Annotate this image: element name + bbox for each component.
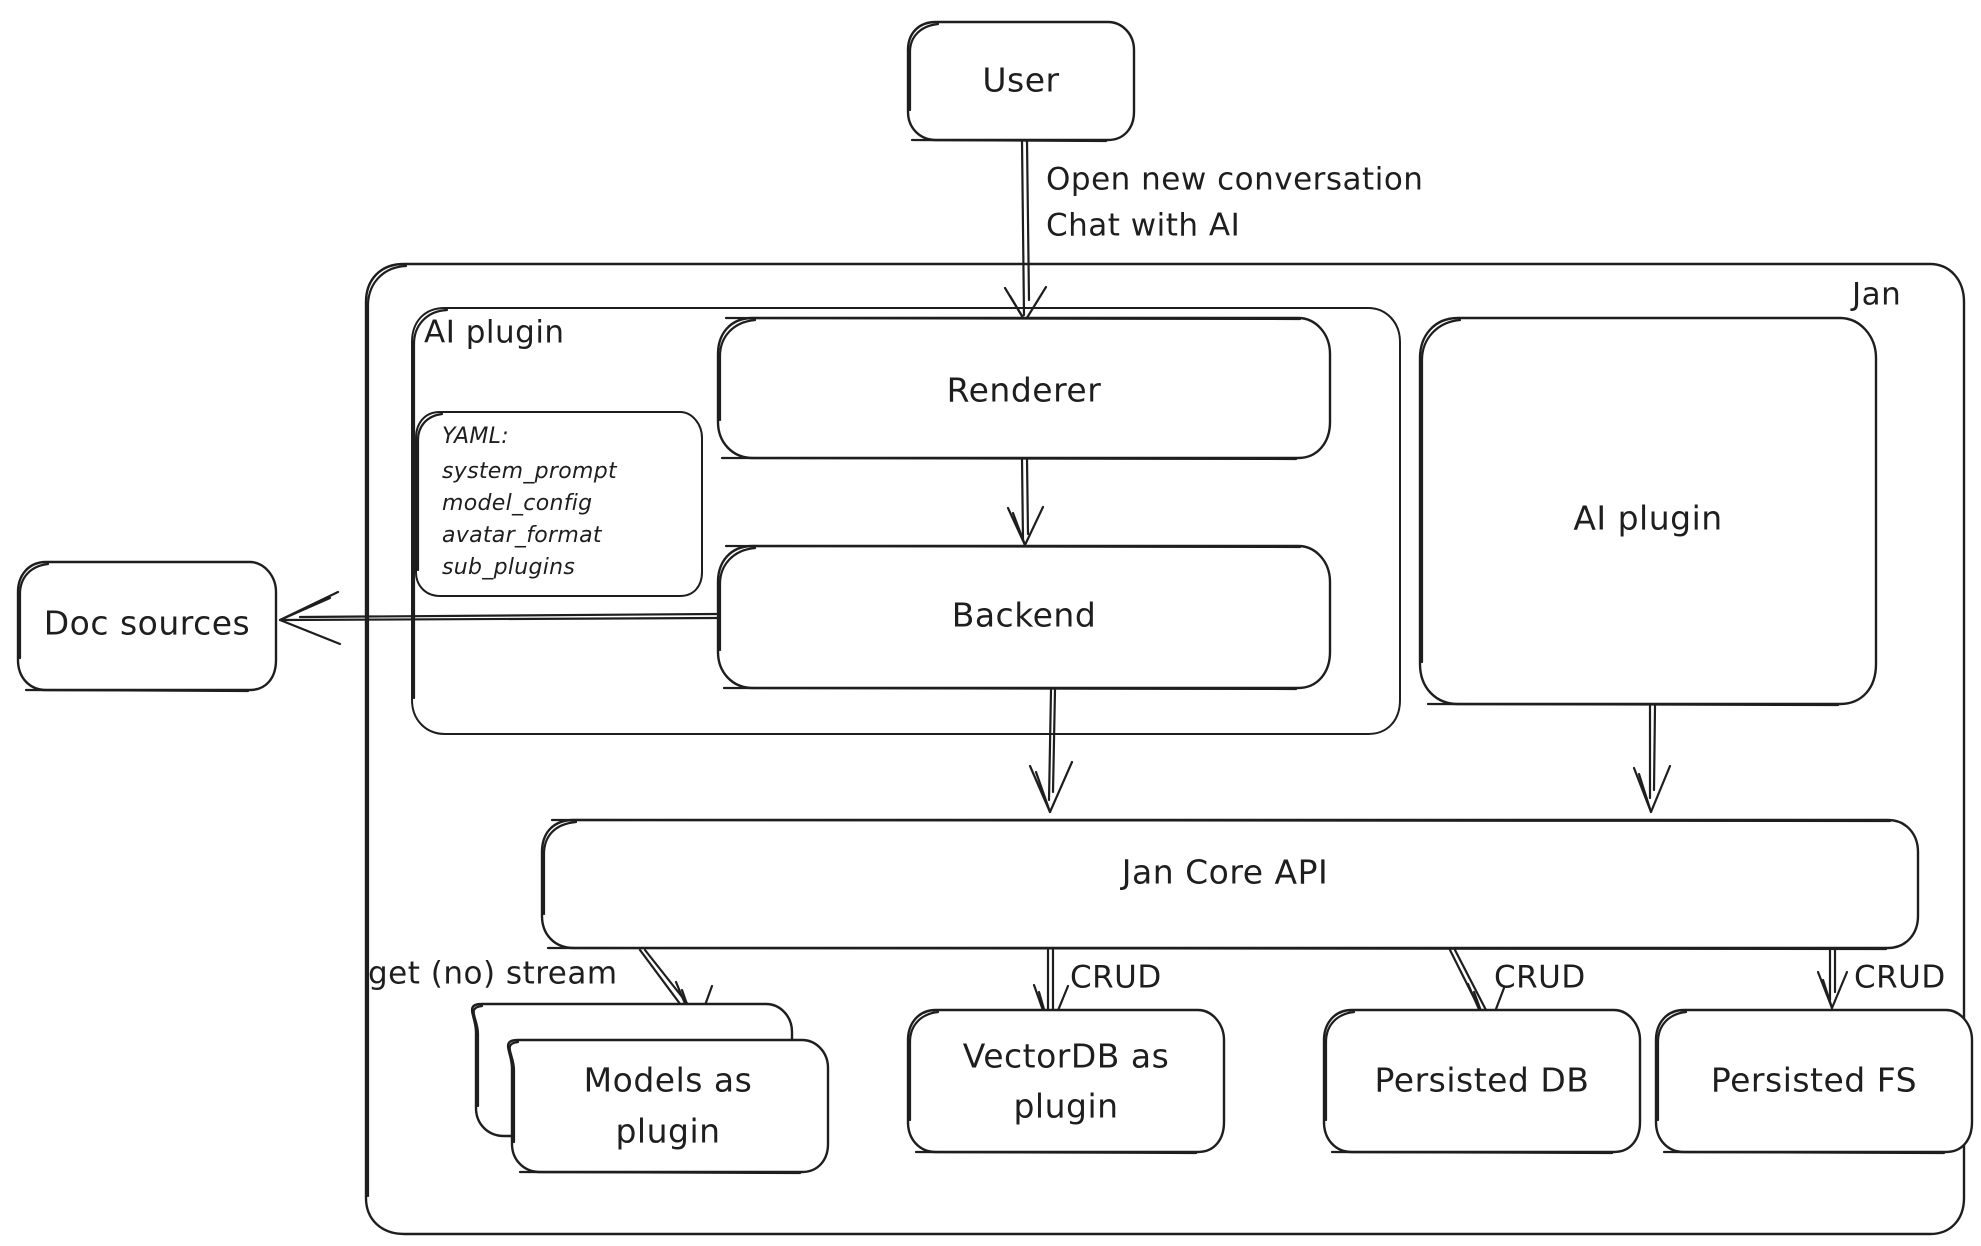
node-models-plugin-label-line2: plugin (615, 1112, 720, 1151)
yaml-item-3: sub_plugins (442, 555, 575, 580)
edge-renderer-to-backend (1006, 457, 1045, 547)
yaml-item-0: system_prompt (442, 459, 618, 484)
edge-backend-to-doc-sources (278, 590, 720, 646)
edge-core-to-vectordb-label: CRUD (1070, 960, 1162, 996)
edge-core-to-persisted-db-label: CRUD (1494, 960, 1586, 996)
node-renderer-label: Renderer (947, 371, 1102, 410)
node-yaml-card[interactable]: YAML: system_prompt model_config avatar_… (415, 411, 703, 597)
node-models-plugin[interactable]: Models as plugin (470, 1002, 830, 1175)
edge-user-to-renderer: Open new conversation Chat with AI (1003, 139, 1423, 323)
edge-core-to-models: get (no) stream (368, 948, 714, 1032)
node-jan-core-api-label: Jan Core API (1120, 853, 1328, 892)
node-backend[interactable]: Backend (716, 544, 1332, 691)
edge-core-to-persisted-fs: CRUD (1816, 948, 1946, 1010)
node-ai-plugin-box[interactable]: AI plugin (1418, 316, 1878, 707)
node-jan-core-api[interactable]: Jan Core API (540, 818, 1920, 951)
node-vectordb-plugin[interactable]: VectorDB as plugin (906, 1008, 1226, 1155)
node-persisted-fs[interactable]: Persisted FS (1654, 1008, 1974, 1155)
edge-core-to-persisted-db: CRUD (1448, 948, 1586, 1032)
node-renderer[interactable]: Renderer (716, 316, 1332, 461)
yaml-item-2: avatar_format (442, 523, 603, 548)
edge-user-to-renderer-label-line1: Open new conversation (1046, 162, 1423, 198)
node-vectordb-plugin-label-line1: VectorDB as (963, 1037, 1170, 1076)
node-doc-sources[interactable]: Doc sources (16, 560, 278, 693)
edge-user-to-renderer-label-line2: Chat with AI (1046, 208, 1240, 244)
node-user-label: User (982, 61, 1059, 100)
node-persisted-db-label: Persisted DB (1375, 1061, 1590, 1100)
edge-aiplugin-to-core (1632, 704, 1672, 814)
node-user[interactable]: User (906, 20, 1136, 143)
node-doc-sources-label: Doc sources (44, 604, 251, 643)
edge-core-to-persisted-fs-label: CRUD (1854, 960, 1946, 996)
node-jan-container-label: Jan (1850, 277, 1901, 313)
node-backend-label: Backend (952, 596, 1097, 635)
yaml-item-1: model_config (442, 491, 592, 516)
node-models-plugin-label-line1: Models as (584, 1061, 753, 1100)
node-persisted-fs-label: Persisted FS (1711, 1061, 1917, 1100)
edge-core-to-vectordb: CRUD (1032, 948, 1162, 1032)
edge-core-to-models-label: get (no) stream (368, 956, 618, 992)
yaml-header: YAML: (442, 424, 509, 449)
node-persisted-db[interactable]: Persisted DB (1322, 1008, 1642, 1155)
node-vectordb-plugin-label-line2: plugin (1013, 1087, 1118, 1126)
edge-backend-to-core (1028, 688, 1074, 814)
node-ai-plugin-group-label: AI plugin (424, 315, 565, 351)
node-ai-plugin-box-label: AI plugin (1573, 499, 1722, 538)
